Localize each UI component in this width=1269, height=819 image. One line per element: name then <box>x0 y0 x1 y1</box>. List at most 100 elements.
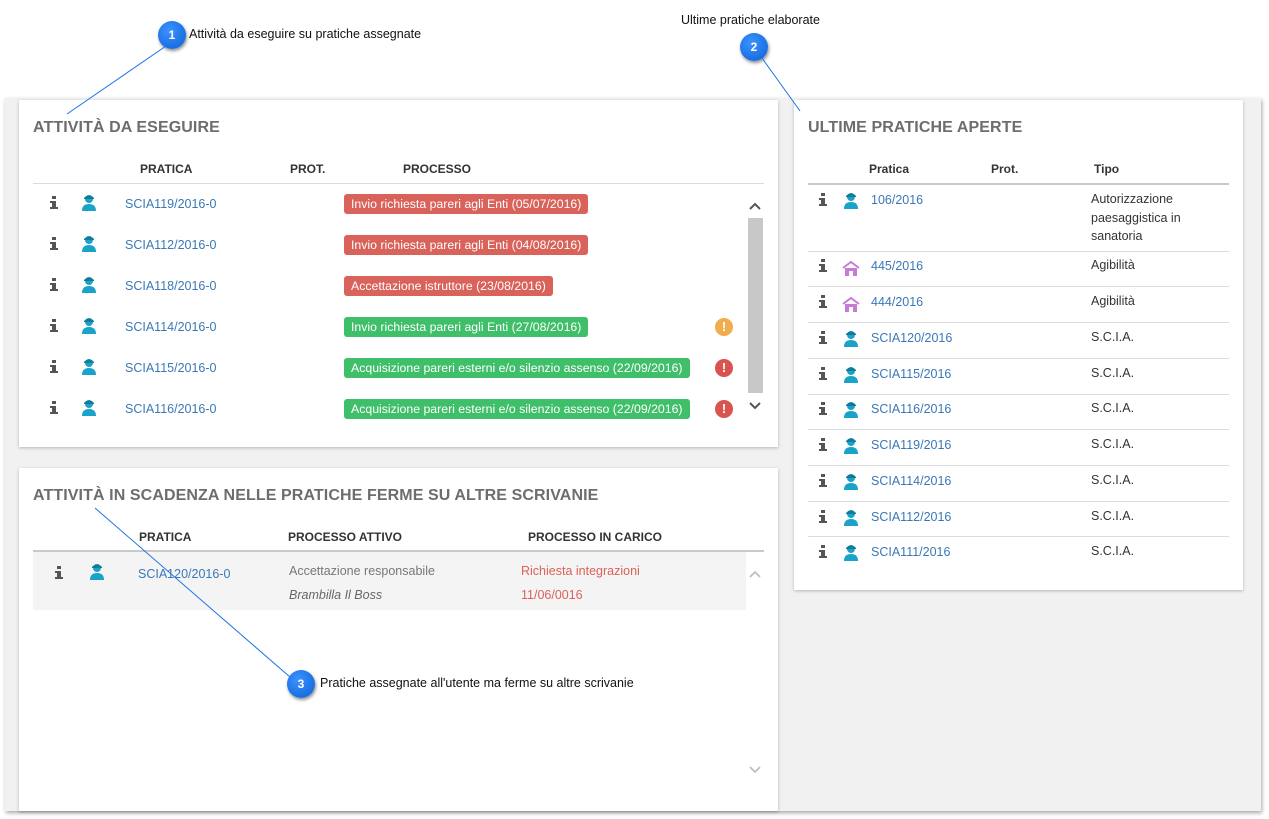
info-icon[interactable] <box>819 545 827 559</box>
recent-pratica-link[interactable]: 106/2016 <box>871 193 924 207</box>
house-icon <box>842 261 860 276</box>
task-processo-badge[interactable]: Acquisizione pareri esterni e/o silenzio… <box>344 399 690 419</box>
user-icon <box>844 402 858 418</box>
deadlines-panel: ATTIVITÀ IN SCADENZA NELLE PRATICHE FERM… <box>19 468 778 811</box>
recent-pratica-link[interactable]: 445/2016 <box>871 259 924 273</box>
row-divider <box>808 465 1229 466</box>
info-icon[interactable] <box>50 196 58 210</box>
deadline-pratica-link[interactable]: SCIA120/2016-0 <box>138 567 231 581</box>
tasks-header-prot: PROT. <box>290 162 326 176</box>
recent-panel: ULTIME PRATICHE APERTE Pratica Prot. Tip… <box>794 100 1243 590</box>
deadline-date: 11/06/0016 <box>521 588 583 602</box>
task-pratica-link[interactable]: SCIA119/2016-0 <box>125 197 217 211</box>
row-divider <box>808 394 1229 395</box>
recent-panel-title: ULTIME PRATICHE APERTE <box>808 119 1023 136</box>
callout-3-bubble: 3 <box>287 670 315 698</box>
task-processo-badge[interactable]: Invio richiesta pareri agli Enti (27/08/… <box>344 317 589 337</box>
recent-pratica-link[interactable]: SCIA112/2016 <box>871 510 952 524</box>
user-icon <box>844 438 858 454</box>
user-icon <box>82 236 96 252</box>
info-icon[interactable] <box>819 474 827 488</box>
task-processo-badge[interactable]: Acquisizione pareri esterni e/o silenzio… <box>344 358 690 378</box>
tasks-header-pratica: PRATICA <box>140 162 193 176</box>
recent-header-divider <box>808 183 1229 185</box>
deadlines-header-processo-in-carico: PROCESSO IN CARICO <box>528 530 663 544</box>
user-icon <box>82 400 96 416</box>
info-icon[interactable] <box>819 438 827 452</box>
scroll-up-icon[interactable] <box>748 568 762 580</box>
callout-1-bubble: 1 <box>158 21 186 49</box>
info-icon[interactable] <box>819 402 827 416</box>
task-pratica-link[interactable]: SCIA114/2016-0 <box>125 320 217 334</box>
task-processo-badge[interactable]: Accettazione istruttore (23/08/2016) <box>344 276 553 296</box>
info-icon[interactable] <box>819 259 827 273</box>
task-pratica-link[interactable]: SCIA118/2016-0 <box>125 279 217 293</box>
tasks-panel: ATTIVITÀ DA ESEGUIRE PRATICA PROT. PROCE… <box>19 100 778 447</box>
deadlines-header-pratica: PRATICA <box>139 530 192 544</box>
deadline-processo-attivo: Accettazione responsabile <box>289 564 435 578</box>
tasks-scrollbar-thumb[interactable] <box>748 218 763 393</box>
row-divider <box>808 358 1229 359</box>
row-divider <box>808 286 1229 287</box>
recent-pratica-link[interactable]: 444/2016 <box>871 295 924 309</box>
scroll-down-icon[interactable] <box>748 764 762 776</box>
recent-pratica-link[interactable]: SCIA115/2016 <box>871 367 952 381</box>
user-icon <box>82 318 96 334</box>
alert-icon: ! <box>715 318 733 336</box>
info-icon[interactable] <box>819 331 827 345</box>
user-icon <box>90 564 104 580</box>
task-pratica-link[interactable]: SCIA112/2016-0 <box>125 238 217 252</box>
recent-pratica-link[interactable]: SCIA120/2016 <box>871 331 953 345</box>
recent-pratica-link[interactable]: SCIA119/2016 <box>871 438 952 452</box>
user-icon <box>844 510 858 526</box>
task-pratica-link[interactable]: SCIA115/2016-0 <box>125 361 217 375</box>
user-icon <box>82 195 96 211</box>
recent-pratica-link[interactable]: SCIA111/2016 <box>871 545 951 559</box>
recent-header-pratica: Pratica <box>869 162 910 176</box>
info-icon[interactable] <box>50 401 58 415</box>
recent-pratica-link[interactable]: SCIA114/2016 <box>871 474 952 488</box>
user-icon <box>844 193 858 209</box>
recent-tipo: S.C.I.A. <box>1091 473 1135 487</box>
user-icon <box>82 277 96 293</box>
tasks-panel-title: ATTIVITÀ DA ESEGUIRE <box>33 119 220 136</box>
info-icon[interactable] <box>819 295 827 309</box>
alert-icon: ! <box>715 359 733 377</box>
info-icon[interactable] <box>819 193 827 207</box>
row-divider <box>808 429 1229 430</box>
task-processo-badge[interactable]: Invio richiesta pareri agli Enti (05/07/… <box>344 194 589 214</box>
user-icon <box>844 367 858 383</box>
recent-pratica-link[interactable]: SCIA116/2016 <box>871 402 952 416</box>
info-icon[interactable] <box>50 278 58 292</box>
deadline-processo-in-carico: Richiesta integrazioni <box>521 564 640 578</box>
user-icon <box>82 359 96 375</box>
user-icon <box>844 545 858 561</box>
row-divider <box>808 536 1229 537</box>
recent-tipo: Autorizzazione paesaggistica in sanatori… <box>1091 192 1181 243</box>
recent-tipo: S.C.I.A. <box>1091 366 1135 380</box>
recent-tipo: Agibilità <box>1091 294 1135 308</box>
task-processo-badge[interactable]: Invio richiesta pareri agli Enti (04/08/… <box>344 235 589 255</box>
table-row[interactable] <box>33 552 746 610</box>
callout-2-text: Ultime pratiche elaborate <box>681 13 820 27</box>
recent-header-prot: Prot. <box>991 162 1019 176</box>
recent-tipo: S.C.I.A. <box>1091 330 1135 344</box>
scroll-up-icon[interactable] <box>748 200 762 212</box>
info-icon[interactable] <box>819 510 827 524</box>
info-icon[interactable] <box>819 367 827 381</box>
info-icon[interactable] <box>50 237 58 251</box>
deadline-owner: Brambilla Il Boss <box>289 588 383 602</box>
info-icon[interactable] <box>50 319 58 333</box>
row-divider <box>808 501 1229 502</box>
recent-tipo: S.C.I.A. <box>1091 437 1135 451</box>
task-pratica-link[interactable]: SCIA116/2016-0 <box>125 402 217 416</box>
scroll-down-icon[interactable] <box>748 400 762 412</box>
info-icon[interactable] <box>55 566 63 580</box>
row-divider <box>808 251 1229 252</box>
tasks-header-processo: PROCESSO <box>403 162 472 176</box>
user-icon <box>844 474 858 490</box>
info-icon[interactable] <box>50 360 58 374</box>
user-icon <box>844 331 858 347</box>
callout-1-text: Attività da eseguire su pratiche assegna… <box>189 27 422 41</box>
